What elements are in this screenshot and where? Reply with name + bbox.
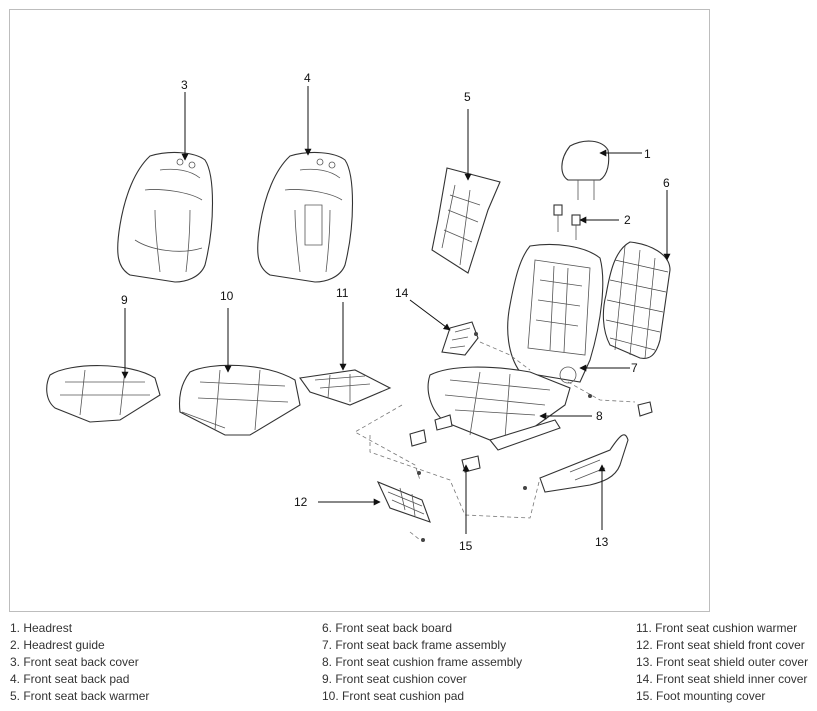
seat-cushion-warmer-part — [299, 369, 392, 406]
callout-11: 11 — [336, 286, 349, 300]
seat-back-cover-part — [117, 151, 213, 283]
exploded-seat-diagram: 3 4 5 1 2 6 7 8 9 10 11 14 12 13 15 — [46, 71, 671, 553]
legend-item: 3. Front seat back cover — [10, 655, 139, 669]
callout-13: 13 — [595, 535, 609, 549]
callout-10: 10 — [220, 289, 234, 303]
callout-8: 8 — [596, 409, 603, 423]
callout-12: 12 — [294, 495, 308, 509]
diagram-frame: 3 4 5 1 2 6 7 8 9 10 11 14 12 13 15 — [9, 9, 710, 612]
callout-1: 1 — [644, 147, 651, 161]
shield-front-cover-part — [376, 480, 431, 523]
legend-item: 14. Front seat shield inner cover — [636, 672, 808, 686]
seat-cushion-cover-part — [46, 365, 161, 423]
legend-item: 2. Headrest guide — [10, 638, 105, 652]
seat-cushion-pad-part — [178, 364, 301, 436]
callout-2: 2 — [624, 213, 631, 227]
seat-back-frame-part — [507, 243, 604, 384]
legend-item: 4. Front seat back pad — [10, 672, 130, 686]
legend-item: 15. Foot mounting cover — [636, 689, 766, 703]
callout-9: 9 — [121, 293, 128, 307]
legend-item: 5. Front seat back warmer — [10, 689, 150, 703]
callout-3: 3 — [181, 78, 188, 92]
legend-column-1: 1. Headrest 2. Headrest guide 3. Front s… — [10, 620, 149, 705]
headrest-part — [561, 140, 610, 200]
callout-15: 15 — [459, 539, 473, 553]
legend-item: 13. Front seat shield outer cover — [636, 655, 809, 669]
callout-7: 7 — [631, 361, 638, 375]
foot-mounting-cover-part — [409, 401, 653, 473]
callout-14: 14 — [395, 286, 409, 300]
legend-item: 1. Headrest — [10, 621, 73, 635]
legend-column-2: 6. Front seat back board 7. Front seat b… — [322, 620, 522, 705]
legend-item: 7. Front seat back frame assembly — [322, 638, 507, 652]
legend-item: 9. Front seat cushion cover — [322, 672, 467, 686]
legend-item: 12. Front seat shield front cover — [636, 638, 805, 652]
legend-item: 10. Front seat cushion pad — [322, 689, 465, 703]
callout-4: 4 — [304, 71, 311, 85]
seat-back-pad-part — [257, 151, 353, 283]
legend-item: 11. Front seat cushion warmer — [636, 621, 798, 635]
legend-item: 6. Front seat back board — [322, 621, 453, 635]
legend-column-3: 11. Front seat cushion warmer 12. Front … — [636, 620, 808, 705]
seat-back-warmer-part — [431, 167, 501, 274]
callout-5: 5 — [464, 90, 471, 104]
shield-outer-cover-part — [539, 434, 629, 493]
callout-6: 6 — [663, 176, 670, 190]
cushion-frame-part — [427, 366, 571, 451]
seat-back-board-part — [602, 241, 671, 359]
legend-item: 8. Front seat cushion frame assembly — [322, 655, 523, 669]
headrest-guide-part — [553, 204, 581, 240]
shield-inner-cover-part — [441, 321, 479, 356]
